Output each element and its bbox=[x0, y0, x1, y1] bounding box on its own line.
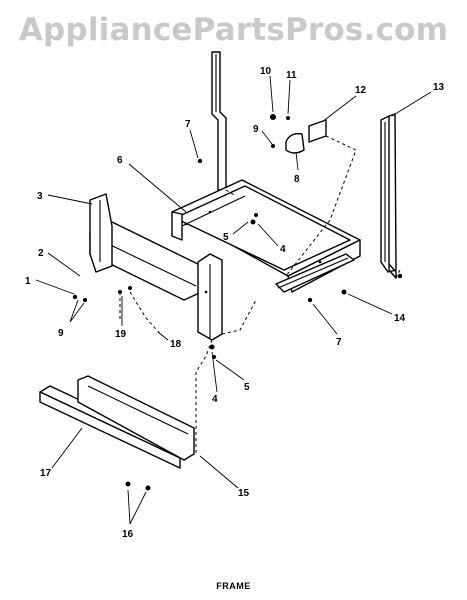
callout-labels: 1 2 3 4 4 5 5 6 7 7 8 9 9 10 11 12 13 14… bbox=[25, 66, 445, 540]
callout-10: 10 bbox=[260, 66, 272, 77]
callout-7: 7 bbox=[185, 119, 191, 130]
callout-8: 8 bbox=[294, 174, 300, 185]
callout-9: 9 bbox=[253, 124, 259, 135]
callout-1: 1 bbox=[25, 276, 31, 287]
callout-19: 19 bbox=[115, 329, 127, 340]
callout-5: 5 bbox=[244, 382, 250, 393]
callout-3: 3 bbox=[37, 191, 43, 202]
callout-6: 6 bbox=[117, 155, 123, 166]
bottom-rail-15 bbox=[77, 375, 195, 461]
callout-17: 17 bbox=[40, 468, 52, 479]
diagram-caption: FRAME bbox=[216, 581, 251, 591]
left-frame-rail bbox=[89, 193, 207, 301]
front-post bbox=[197, 253, 223, 341]
callout-4: 4 bbox=[280, 244, 286, 255]
back-rail-bar bbox=[211, 51, 227, 191]
fasteners bbox=[72, 114, 403, 491]
callout-4: 4 bbox=[212, 394, 218, 405]
callout-16: 16 bbox=[122, 529, 134, 540]
callout-2: 2 bbox=[38, 248, 44, 259]
callout-7: 7 bbox=[336, 337, 342, 348]
callout-11: 11 bbox=[286, 70, 297, 81]
callout-12: 12 bbox=[355, 85, 367, 96]
lower-bracket bbox=[275, 253, 355, 293]
bracket-12 bbox=[308, 119, 327, 143]
callout-18: 18 bbox=[170, 339, 182, 350]
callout-5: 5 bbox=[223, 232, 229, 243]
callout-13: 13 bbox=[433, 82, 445, 93]
assembly-dashed-lines bbox=[119, 135, 401, 456]
leader-lines bbox=[35, 75, 432, 525]
callout-14: 14 bbox=[394, 313, 406, 324]
clip-8 bbox=[285, 132, 305, 154]
callout-9: 9 bbox=[58, 328, 64, 339]
callout-15: 15 bbox=[238, 488, 250, 499]
side-rail-right bbox=[380, 113, 397, 279]
watermark: AppliancePartsPros.com bbox=[18, 12, 449, 48]
